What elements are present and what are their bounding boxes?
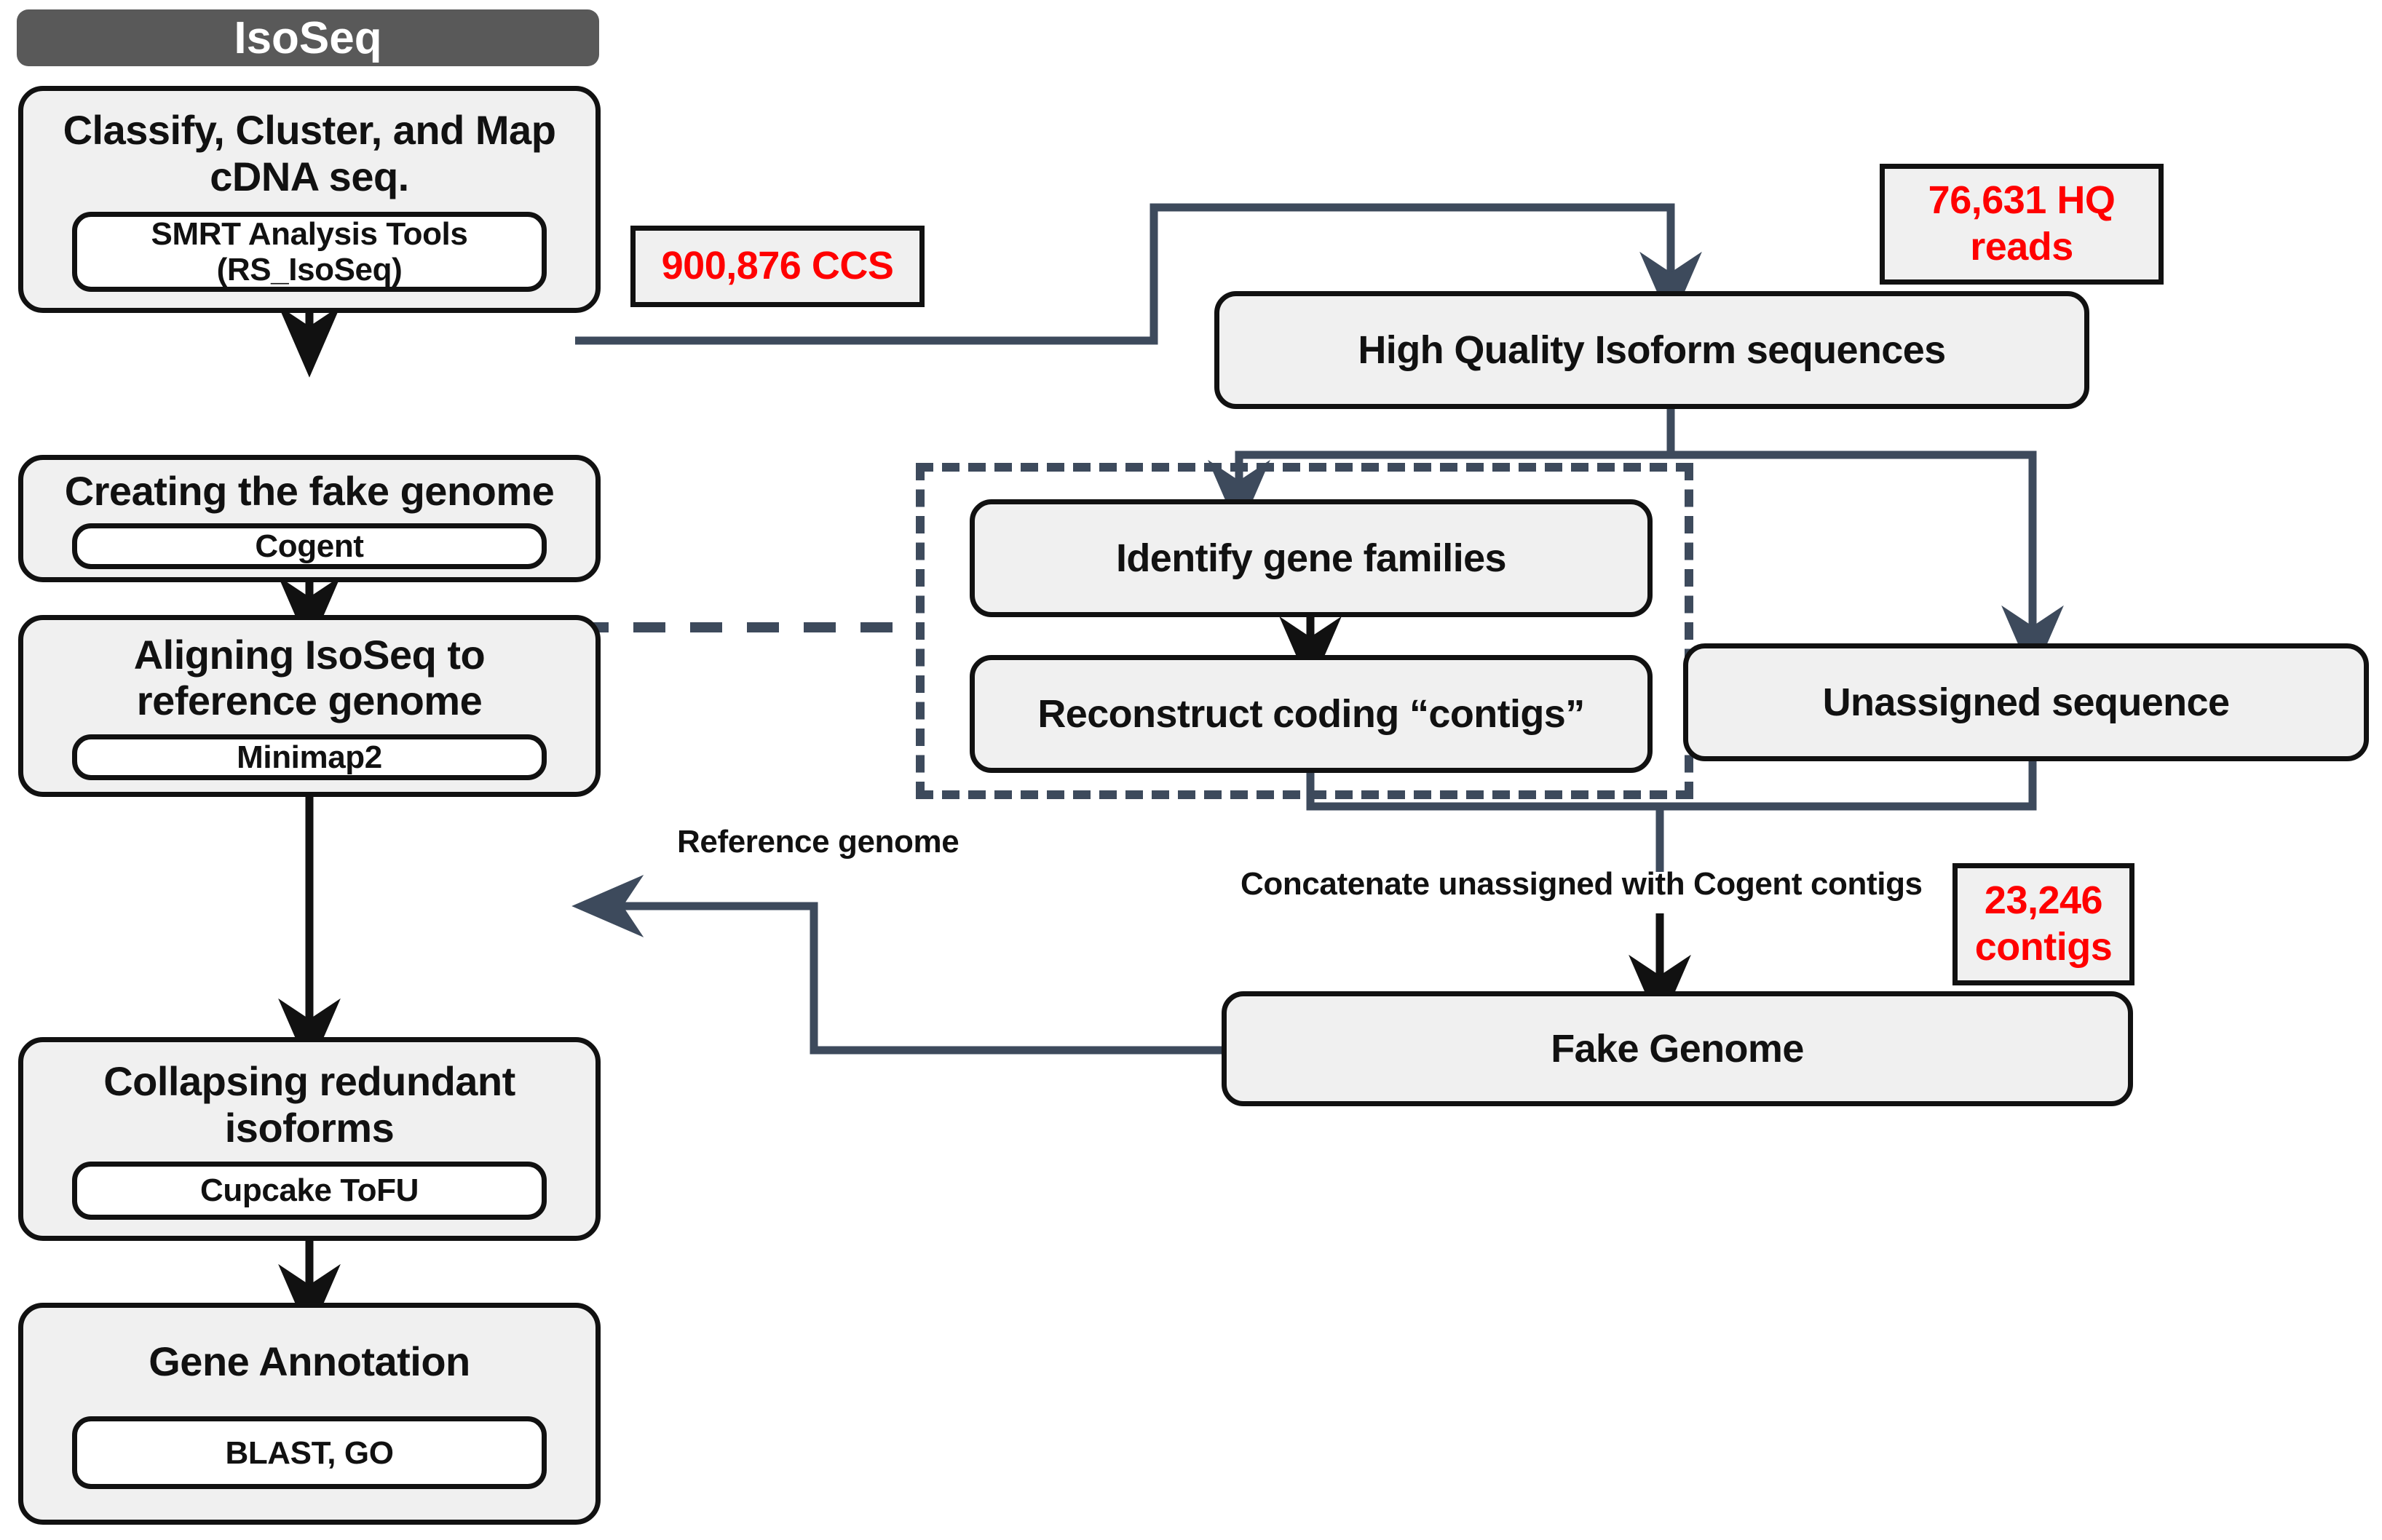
tool-label: Cogent <box>255 528 364 564</box>
header-pill-isoseq: IsoSeq <box>17 9 599 66</box>
stage-card-creating-fake-genome[interactable]: Creating the fake genome Cogent <box>18 455 601 582</box>
flow-box-label: Fake Genome <box>1551 1027 1804 1071</box>
flow-box-label: Unassigned sequence <box>1822 680 2230 724</box>
callout-contigs-count: 23,246 contigs <box>1952 863 2134 985</box>
callout-ccs-count: 900,876 CCS <box>630 226 925 307</box>
flow-box-fake-genome[interactable]: Fake Genome <box>1222 991 2133 1106</box>
stage-title: Gene Annotation <box>149 1338 470 1384</box>
tool-box-minimap2[interactable]: Minimap2 <box>71 734 547 781</box>
tool-box-cogent[interactable]: Cogent <box>71 523 547 570</box>
flow-box-high-quality-isoform-sequences[interactable]: High Quality Isoform sequences <box>1214 291 2089 409</box>
tool-box-cupcake-tofu[interactable]: Cupcake ToFU <box>71 1161 547 1220</box>
flow-box-label: Reconstruct coding “contigs” <box>1037 692 1585 736</box>
tool-label: BLAST, GO <box>225 1434 394 1471</box>
edge-label-concatenate: Concatenate unassigned with Cogent conti… <box>1241 866 1923 902</box>
flow-box-label: High Quality Isoform sequences <box>1358 328 1946 372</box>
flow-box-label: Identify gene families <box>1116 536 1507 580</box>
flow-box-reconstruct-coding-contigs[interactable]: Reconstruct coding “contigs” <box>970 655 1653 773</box>
tool-box-blast-go[interactable]: BLAST, GO <box>71 1416 547 1490</box>
header-label: IsoSeq <box>234 12 382 63</box>
edge-label-text: Reference genome <box>677 824 959 860</box>
stage-card-gene-annotation[interactable]: Gene Annotation BLAST, GO <box>18 1303 601 1525</box>
stage-title: Aligning IsoSeq to reference genome <box>133 631 486 724</box>
stage-card-classify-cluster-map[interactable]: Classify, Cluster, and Map cDNA seq. SMR… <box>18 86 601 313</box>
edge-label-text: Concatenate unassigned with Cogent conti… <box>1241 866 1923 902</box>
tool-label: SMRT Analysis Tools (RS_IsoSeq) <box>151 215 468 287</box>
stage-title: Classify, Cluster, and Map cDNA seq. <box>63 107 556 199</box>
callout-text: 76,631 HQ reads <box>1928 178 2116 269</box>
edge-label-reference-genome: Reference genome <box>677 824 959 860</box>
flow-box-identify-gene-families[interactable]: Identify gene families <box>970 499 1653 617</box>
callout-text: 900,876 CCS <box>661 244 894 288</box>
stage-title: Collapsing redundant isoforms <box>103 1058 515 1151</box>
stage-title: Creating the fake genome <box>64 467 555 514</box>
callout-hq-reads-count: 76,631 HQ reads <box>1880 164 2164 285</box>
stage-card-aligning-isoseq[interactable]: Aligning IsoSeq to reference genome Mini… <box>18 615 601 797</box>
stage-card-collapsing-isoforms[interactable]: Collapsing redundant isoforms Cupcake To… <box>18 1037 601 1241</box>
callout-text: 23,246 contigs <box>1974 878 2113 969</box>
tool-label: Minimap2 <box>237 739 382 776</box>
tool-label: Cupcake ToFU <box>200 1172 419 1209</box>
flow-box-unassigned-sequence[interactable]: Unassigned sequence <box>1683 643 2369 761</box>
tool-box-smrt-analysis-tools[interactable]: SMRT Analysis Tools (RS_IsoSeq) <box>71 211 547 292</box>
